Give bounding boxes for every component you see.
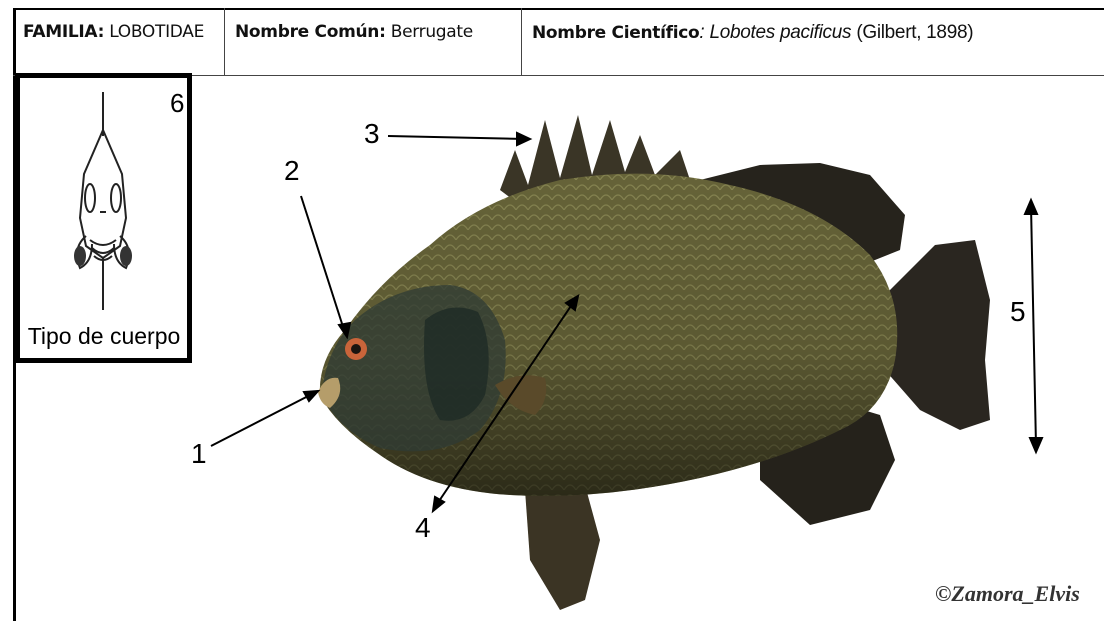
- arrow-5: [1031, 206, 1036, 446]
- arrow-3: [388, 136, 525, 139]
- callout-5: 5: [1010, 296, 1026, 328]
- callout-2: 2: [284, 155, 300, 187]
- callout-1: 1: [191, 438, 207, 470]
- arrow-2: [301, 196, 345, 333]
- photo-credit: ©Zamora_Elvis: [935, 581, 1080, 607]
- arrow-1: [211, 392, 316, 446]
- callout-3: 3: [364, 118, 380, 150]
- callout-4: 4: [415, 512, 431, 544]
